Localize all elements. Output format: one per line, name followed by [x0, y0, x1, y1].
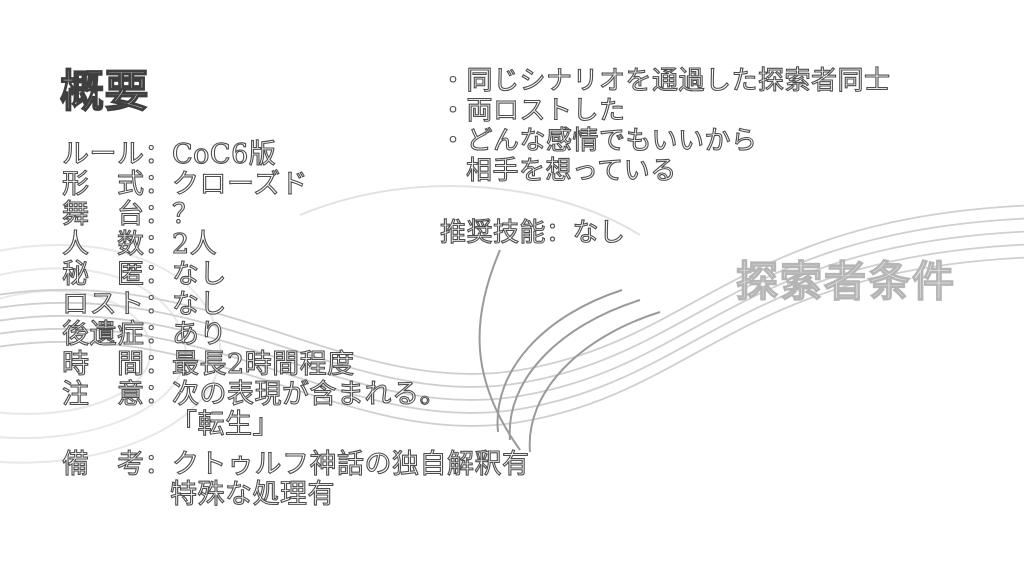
overview-line-stage: 舞 台：？: [61, 199, 200, 230]
overview-line-players: 人 数：2人: [61, 229, 218, 260]
overview-line-secrecy: 秘 匿：なし: [61, 259, 227, 290]
condition-bullet: ・同じシナリオを通過した探索者同士: [439, 65, 891, 96]
overview-line-rule: ルール：CoC6版: [61, 139, 277, 170]
overview-line-lost: ロスト：なし: [61, 289, 227, 320]
overview-line-aftereffect: 後遺症：あり: [61, 319, 227, 350]
overview-line-time: 時 間：最長2時間程度: [61, 349, 355, 380]
conditions-title: 探索者条件: [735, 256, 957, 306]
page-title: 概要: [59, 65, 149, 117]
condition-bullet: ・両ロストした: [439, 95, 626, 126]
overview-line-notes: 備 考：クトゥルフ神話の独自解釈有: [61, 449, 530, 480]
overview-line-caution-cont: 「転生」: [169, 409, 280, 440]
condition-bullet-cont: 相手を想っている: [465, 155, 677, 186]
overview-line-caution: 注 意：次の表現が含まれる。: [61, 379, 447, 410]
overview-list: ルール：CoC6版 形 式：クローズド 舞 台：？ 人 数：2人 秘 匿：なし …: [61, 139, 530, 510]
conditions-block: ・同じシナリオを通過した探索者同士 ・両ロストした ・どんな感情でもいいから 相…: [439, 65, 891, 248]
condition-bullet: ・どんな感情でもいいから: [439, 125, 758, 156]
overview-line-format: 形 式：クローズド: [61, 169, 309, 200]
overview-line-notes-cont: 特殊な処理有: [169, 479, 335, 510]
recommended-skills-line: 推奨技能：なし: [439, 217, 626, 248]
